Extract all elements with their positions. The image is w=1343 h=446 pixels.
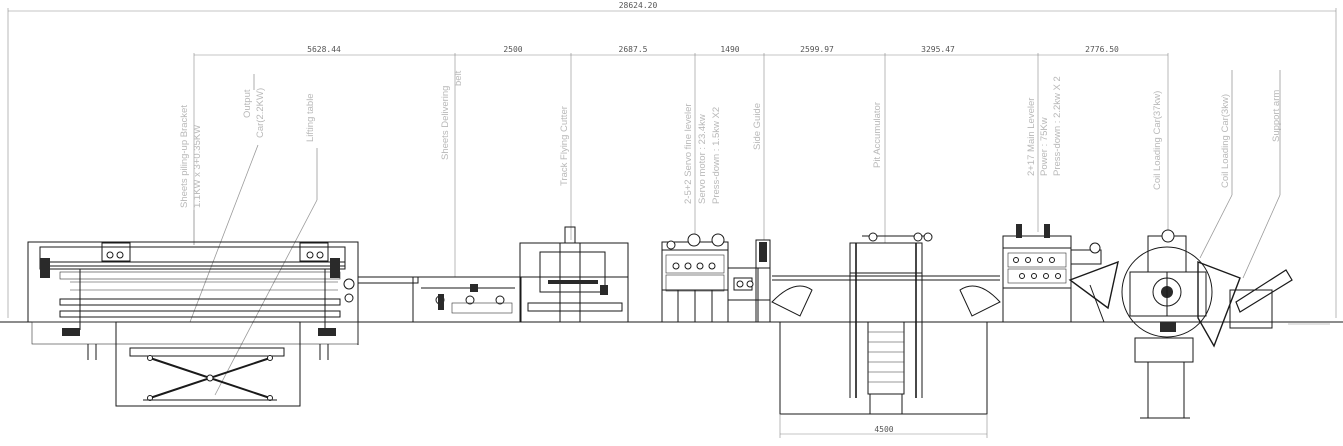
uncoiler-section [1068,229,1330,419]
side-guide [755,239,771,323]
output-label-line1: Output [242,89,253,118]
component-labels: Sheets piling-up Bracket 1.1KW x 3+0.35K… [179,70,1282,208]
segment-dimensions: 5628.44 2500 2687.5 1490 2599.97 3295.47… [193,45,1169,277]
servo-label-line1: 2-5+2 Servo fine leveler [683,103,694,204]
segment-5-label: 2599.97 [800,45,834,54]
main-leveler-label-line2: Power : 75Kw [1039,117,1050,176]
delivering-label-line1: Sheets Delivering [440,86,451,160]
servo-fine-leveler [661,233,759,323]
pit-label: Pit Accumulator [872,102,883,168]
lifting-label: Lifting table [305,93,316,142]
segment-2-label: 2500 [503,45,522,54]
bracket-label-line1: Sheets piling-up Bracket [179,105,190,208]
servo-label-line3: Press-down : 1.5kw X2 [711,107,722,204]
leader-lines [189,70,1281,396]
output-label-line2: Car(2.2KW) [255,88,266,138]
support-arm-label: Support arm [1271,90,1282,142]
main-leveler-label-line3: Press-down : 2.2kw X 2 [1052,76,1063,176]
bracket-label-line2: 1.1KW x 3+0.35KW [192,125,203,208]
segment-6-label: 3295.47 [921,45,955,54]
main-leveler [1002,224,1102,323]
delivering-belt [357,276,522,323]
cutter-label: Track Flying Cutter [559,106,570,186]
overall-length-label: 28624.20 [619,1,658,10]
side-guide-label: Side Guide [752,103,763,150]
delivering-label-line2: belt [453,70,464,86]
segment-3-label: 2687.5 [619,45,648,54]
stacking-section [27,241,359,407]
overall-dimension: 28624.20 [7,1,1337,318]
flying-cutter [519,226,629,323]
segment-4-label: 1490 [720,45,739,54]
segment-1-label: 5628.44 [307,45,341,54]
car37-label: Coil Loading Car(37kw) [1152,91,1163,190]
pit-width-label: 4500 [874,425,893,434]
servo-label-line2: Servo motor : 23.4kw [697,114,708,204]
pit-accumulator: 4500 [771,232,1001,438]
main-leveler-label-line1: 2+17 Main Leveler [1026,98,1037,176]
car3-label: Coil Loading Car(3kw) [1220,94,1231,188]
segment-7-label: 2776.50 [1085,45,1119,54]
